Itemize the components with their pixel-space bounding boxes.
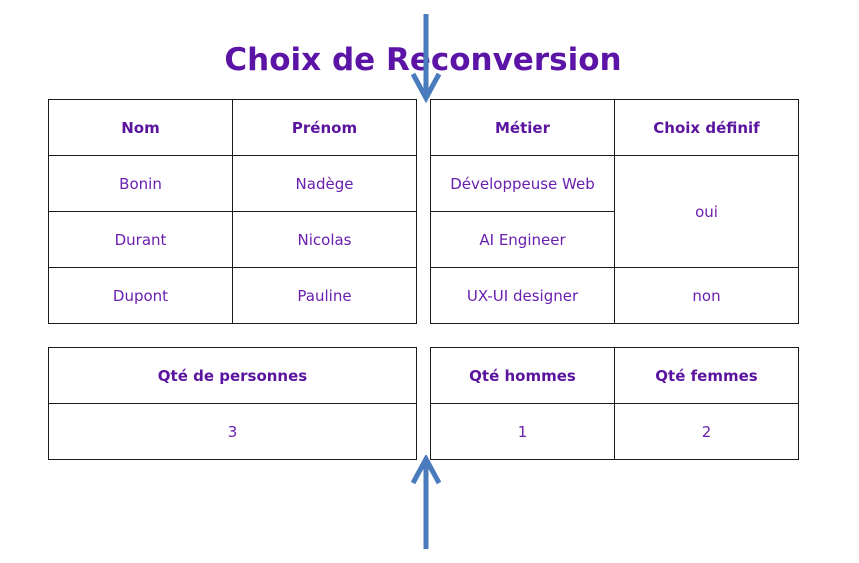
career-table: Métier Choix définif Développeuse Web ou… bbox=[430, 99, 799, 324]
cell-metier: Développeuse Web bbox=[430, 155, 615, 212]
table-row: Bonin Nadège bbox=[48, 155, 417, 212]
table-header-row: Qté hommes Qté femmes bbox=[430, 347, 799, 404]
table-row: 1 2 bbox=[430, 403, 799, 460]
people-table: Nom Prénom Bonin Nadège Durant Nicolas D… bbox=[48, 99, 417, 324]
cell-nom: Durant bbox=[48, 211, 233, 268]
table-row: UX-UI designer non bbox=[430, 267, 799, 324]
column-header-qte-hommes: Qté hommes bbox=[430, 347, 615, 404]
gender-table: Qté hommes Qté femmes 1 2 bbox=[430, 347, 799, 460]
cell-nom: Bonin bbox=[48, 155, 233, 212]
count-table: Qté de personnes 3 bbox=[48, 347, 417, 460]
table-row: Développeuse Web oui bbox=[430, 155, 799, 268]
table-row: Durant Nicolas bbox=[48, 211, 417, 268]
column-header-prenom: Prénom bbox=[232, 99, 417, 156]
table-header-row: Nom Prénom bbox=[48, 99, 417, 156]
cell-qte-personnes: 3 bbox=[48, 403, 417, 460]
table-row: Dupont Pauline bbox=[48, 267, 417, 324]
cell-metier: UX-UI designer bbox=[430, 267, 615, 324]
cell-nom: Dupont bbox=[48, 267, 233, 324]
table-header-row: Métier Choix définif bbox=[430, 99, 799, 156]
cell-qte-hommes: 1 bbox=[430, 403, 615, 460]
page-title: Choix de Reconversion bbox=[224, 42, 622, 78]
table-row: 3 bbox=[48, 403, 417, 460]
down-arrow-icon bbox=[410, 14, 442, 104]
up-arrow-icon bbox=[410, 455, 442, 549]
table-row: AI Engineer bbox=[430, 211, 799, 268]
column-header-qte-personnes: Qté de personnes bbox=[48, 347, 417, 404]
cell-prenom: Nicolas bbox=[232, 211, 417, 268]
column-header-metier: Métier bbox=[430, 99, 615, 156]
column-header-nom: Nom bbox=[48, 99, 233, 156]
column-header-qte-femmes: Qté femmes bbox=[614, 347, 799, 404]
cell-prenom: Pauline bbox=[232, 267, 417, 324]
cell-choix: non bbox=[614, 267, 799, 324]
column-header-choix: Choix définif bbox=[614, 99, 799, 156]
table-header-row: Qté de personnes bbox=[48, 347, 417, 404]
cell-prenom: Nadège bbox=[232, 155, 417, 212]
cell-choix: oui bbox=[614, 155, 799, 268]
cell-qte-femmes: 2 bbox=[614, 403, 799, 460]
cell-metier: AI Engineer bbox=[430, 211, 615, 268]
